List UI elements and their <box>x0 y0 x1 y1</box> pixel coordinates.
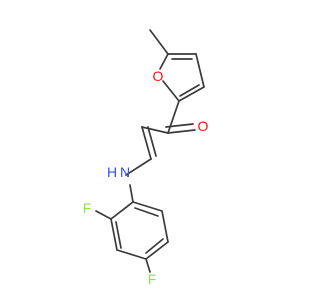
atom-label-ortho-fluorine: F <box>83 200 92 216</box>
bonds <box>95 29 205 273</box>
atom-labels: O O H N F F <box>83 68 209 287</box>
bond-c4-c3 <box>195 53 205 88</box>
bond-n-p1 <box>129 184 134 203</box>
bond-co <box>167 129 196 134</box>
bond-p3-p4 <box>116 249 147 260</box>
bond-p2-f <box>95 210 112 220</box>
bond-p2-p3 <box>110 218 118 251</box>
bond-c3-c2 <box>178 86 205 102</box>
molecule-structure: O O H N F F <box>83 29 209 287</box>
bond-ca-cb <box>141 126 152 160</box>
bond-ca-cb-double <box>147 126 157 157</box>
bond-c2-cco <box>167 100 180 134</box>
bond-p6-p1 <box>132 201 163 212</box>
bond-p6-p1-inner <box>134 207 159 217</box>
bond-cco-ca <box>141 126 169 134</box>
atom-label-furan-oxygen: O <box>153 68 164 84</box>
molecule-canvas: O O H N F F <box>83 29 209 287</box>
atom-label-carbonyl-oxygen: O <box>198 118 209 134</box>
atom-label-para-fluorine: F <box>148 271 157 287</box>
bond-methyl <box>149 29 169 55</box>
bond-p1-p2 <box>110 201 134 220</box>
bond-p2-p3-inner <box>115 221 122 249</box>
atom-label-amine-nitrogen: N <box>120 164 130 180</box>
bond-co-double <box>165 123 194 128</box>
bond-cb-n <box>125 158 152 176</box>
atom-label-amine-hydrogen: H <box>107 164 117 180</box>
bond-p4-p5 <box>145 241 169 260</box>
bond-p4-p5-inner <box>145 238 164 254</box>
bond-p5-p6 <box>161 210 169 243</box>
bond-o-c5 <box>159 53 169 70</box>
bond-p4-f <box>145 258 151 273</box>
bond-c2-o <box>162 80 180 102</box>
bond-c3-c2-double <box>179 84 200 97</box>
